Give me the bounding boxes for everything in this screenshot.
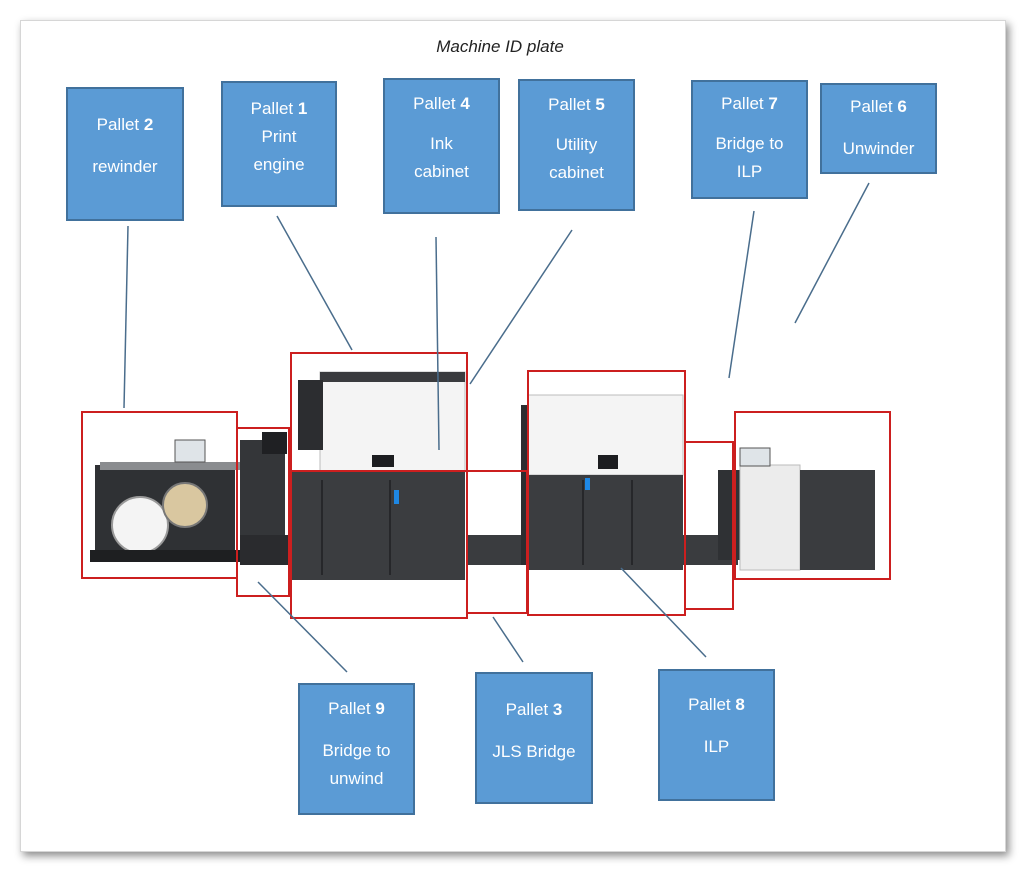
highlight-bridge-unwind [236,427,290,597]
pallet-7-box: Pallet 7 Bridge to ILP [691,80,808,199]
leader-pallet-9 [257,581,348,673]
highlight-bridge-ilp [684,441,734,610]
pallet-number: 4 [460,94,470,113]
leader-pallet-3 [492,616,524,663]
pallet-number: 9 [375,699,385,718]
pallet-1-box: Pallet 1 Print engine [221,81,337,207]
pallet-desc: Ink cabinet [414,134,469,181]
highlight-unwinder [734,411,891,580]
rewinder-unit [90,439,250,562]
pallet-word: Pallet [413,94,456,113]
highlight-boxes [81,352,891,619]
pallet-desc: Bridge to unwind [322,741,391,788]
pallet-desc: Unwinder [842,139,915,158]
pallet-number: 5 [595,95,605,114]
leader-pallet-4 [435,236,440,451]
pallet-desc: ILP [703,737,730,756]
leader-pallet-2 [123,225,129,409]
pallet-number: 6 [897,97,907,116]
pallet-6-box: Pallet 6 Unwinder [820,83,937,174]
leader-pallet-7 [728,210,755,379]
pallet-word: Pallet [850,97,893,116]
pallet-number: 8 [735,695,745,714]
pallet-desc: rewinder [92,157,158,176]
ilp-unit [521,394,684,570]
pallet-9-box: Pallet 9 Bridge to unwind [298,683,415,815]
pallet-word: Pallet [721,94,764,113]
pallet-2-box: Pallet 2 rewinder [66,87,184,221]
pallet-desc: JLS Bridge [492,742,576,761]
pallet-desc: Print engine [253,127,305,174]
pallet-5-box: Pallet 5 Utility cabinet [518,79,635,211]
leader-pallet-1 [276,215,353,351]
pallet-number: 2 [143,115,154,134]
pallet-number: 1 [297,99,308,118]
pallet-word: Pallet [688,695,731,714]
bridge-to-ilp-unit [683,470,740,565]
jls-bridge-unit [468,535,528,565]
pallet-word: Pallet [96,115,140,134]
pallet-number: 3 [552,700,563,719]
leader-lines [123,182,870,673]
leader-pallet-8 [620,567,707,658]
pallet-8-box: Pallet 8 ILP [658,669,775,801]
diagram-title: Machine ID plate [436,37,564,56]
pallet-desc: Utility cabinet [549,135,604,182]
leader-pallet-6 [794,182,870,324]
pallet-4-box: Pallet 4 Ink cabinet [383,78,500,214]
pallet-word: Pallet [548,95,591,114]
print-engine-unit [290,371,466,580]
pallet-word: Pallet [328,699,371,718]
pallet-word: Pallet [250,99,294,118]
bridge-to-unwind-unit [240,432,295,565]
leader-pallet-5 [469,229,573,385]
pallet-3-box: Pallet 3 JLS Bridge [475,672,593,804]
pallet-desc: Bridge to ILP [715,134,784,181]
pallet-word: Pallet [505,700,549,719]
pallet-number: 7 [768,94,778,113]
unwinder-unit [739,447,875,571]
